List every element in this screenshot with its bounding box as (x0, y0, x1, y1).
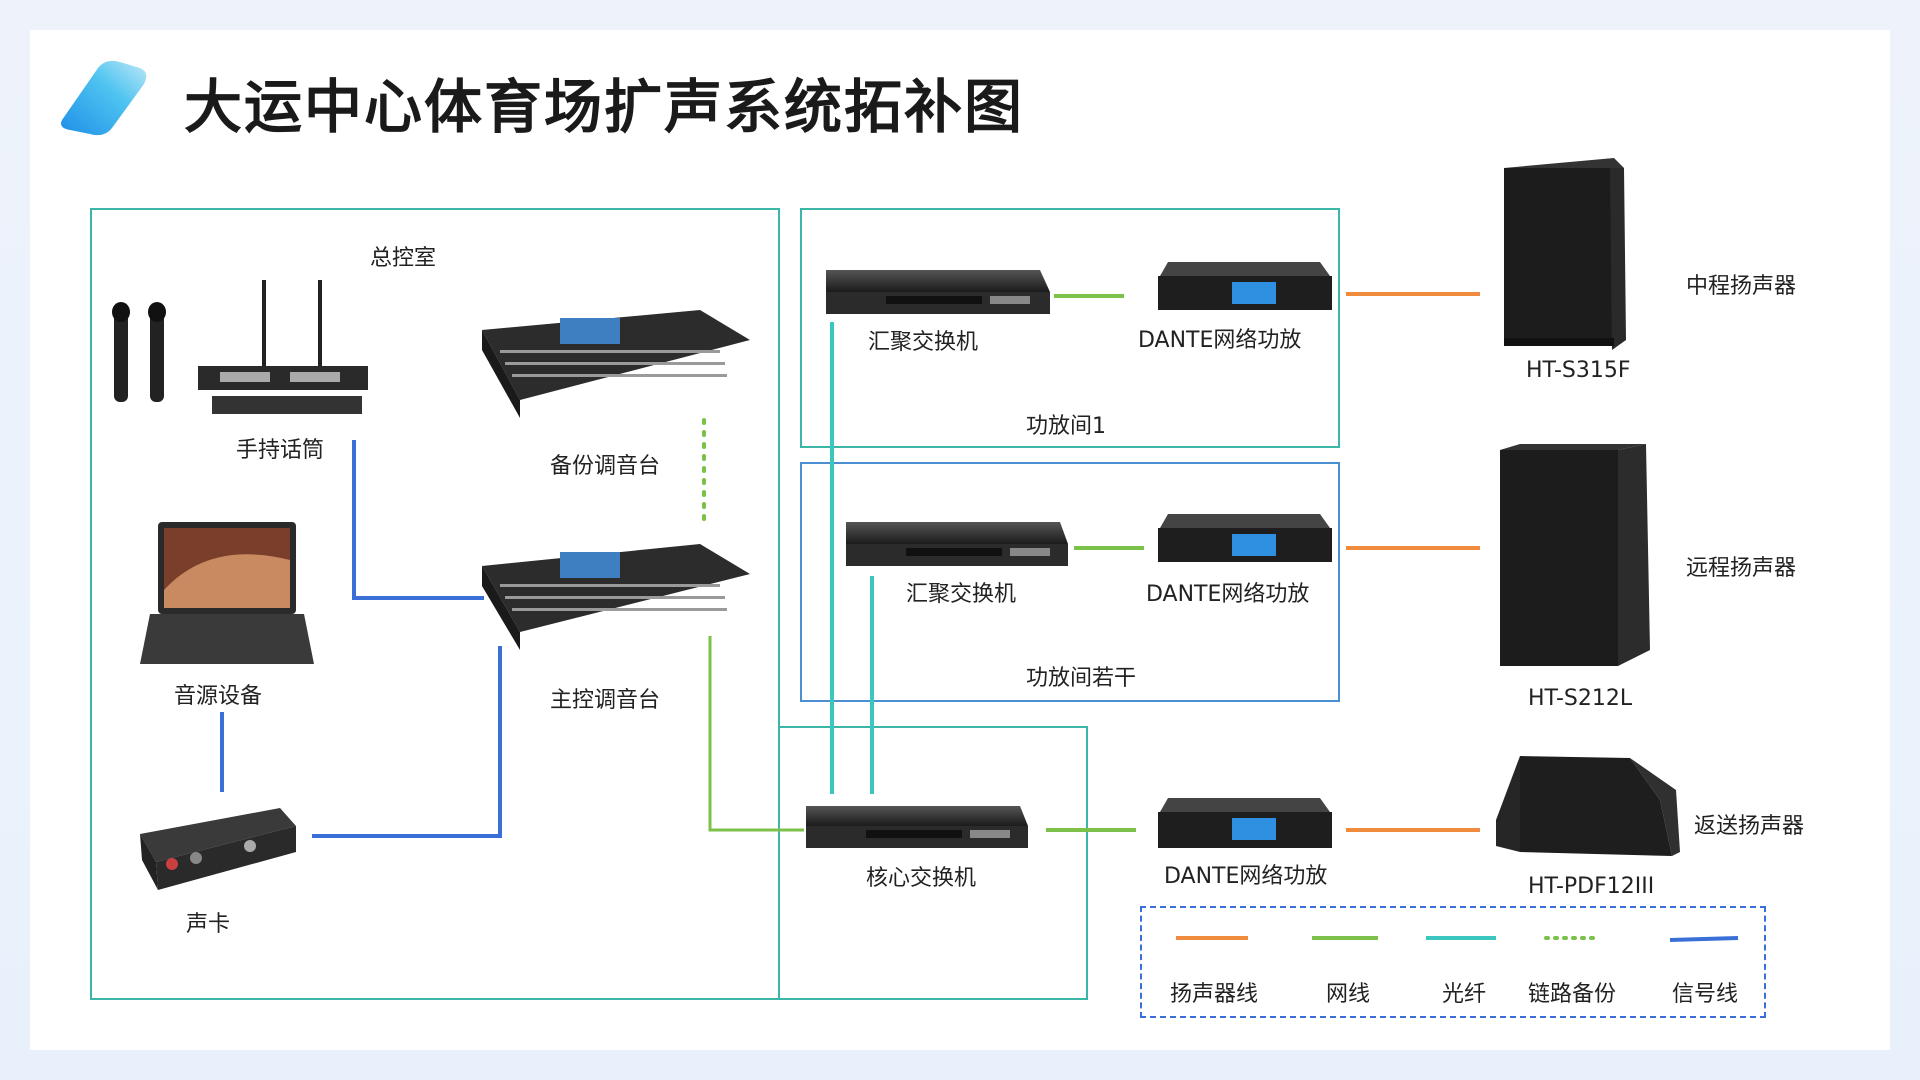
amp-room-1-label: 功放间1 (1026, 414, 1106, 439)
legend-label-network: 网线 (1326, 982, 1371, 1007)
speaker-mid-model: HT-S315F (1526, 358, 1631, 383)
main-console-icon (482, 544, 750, 650)
legend-label-backup: 链路备份 (1528, 982, 1617, 1007)
amp-room-1-box (800, 208, 1340, 448)
speaker-far-model: HT-S212L (1528, 686, 1633, 711)
backup-console-icon (482, 310, 750, 418)
control-room-label: 总控室 (370, 246, 437, 271)
aggregation-switch-2-icon (846, 522, 1068, 566)
backup-console-label: 备份调音台 (550, 454, 661, 479)
network-line-console-core (708, 636, 804, 832)
amp-room-many-box (800, 462, 1340, 702)
laptop-label: 音源设备 (174, 684, 263, 709)
aggregation-switch-1-icon (826, 270, 1050, 314)
speaker-far-icon (1500, 444, 1650, 666)
control-room-box (90, 208, 780, 1000)
amp-room-many-label: 功放间若干 (1026, 666, 1137, 691)
signal-line-mic-console (352, 440, 484, 600)
core-switch-label: 核心交换机 (866, 866, 977, 891)
agg-switch-1-label: 汇聚交换机 (868, 330, 979, 355)
amplifier-1-icon (1158, 262, 1332, 310)
sound-card-label: 声卡 (186, 912, 231, 937)
speaker-mid-icon (1504, 158, 1626, 350)
core-switch-icon (806, 806, 1028, 848)
speaker-monitor-model: HT-PDF12III (1528, 874, 1655, 899)
legend-label-signal: 信号线 (1672, 982, 1739, 1007)
mic-label: 手持话筒 (236, 438, 325, 463)
amp-2-label: DANTE网络功放 (1146, 582, 1310, 607)
main-console-label: 主控调音台 (550, 688, 661, 713)
agg-switch-2-label: 汇聚交换机 (906, 582, 1017, 607)
signal-line-soundcard-console (312, 646, 502, 838)
legend-box (1140, 906, 1766, 1018)
speaker-far-label: 远程扬声器 (1686, 556, 1797, 581)
legend-label-speaker: 扬声器线 (1170, 982, 1259, 1007)
amplifier-2-icon (1158, 514, 1332, 562)
speaker-monitor-label: 返送扬声器 (1694, 814, 1805, 839)
amp-1-label: DANTE网络功放 (1138, 328, 1302, 353)
speaker-monitor-icon (1496, 756, 1680, 856)
amp-3-label: DANTE网络功放 (1164, 864, 1328, 889)
page-title: 大运中心体育场扩声系统拓补图 (184, 73, 1025, 141)
legend-label-fiber: 光纤 (1442, 982, 1487, 1007)
legend-swatch-signal (1669, 936, 1739, 942)
amplifier-3-icon (1158, 798, 1332, 848)
microphone-pair-icon (112, 280, 368, 414)
sound-card-icon (140, 808, 296, 890)
core-area-box (778, 726, 1088, 1000)
logo-icon (61, 60, 147, 136)
laptop-icon (140, 522, 314, 664)
speaker-mid-label: 中程扬声器 (1686, 274, 1797, 299)
